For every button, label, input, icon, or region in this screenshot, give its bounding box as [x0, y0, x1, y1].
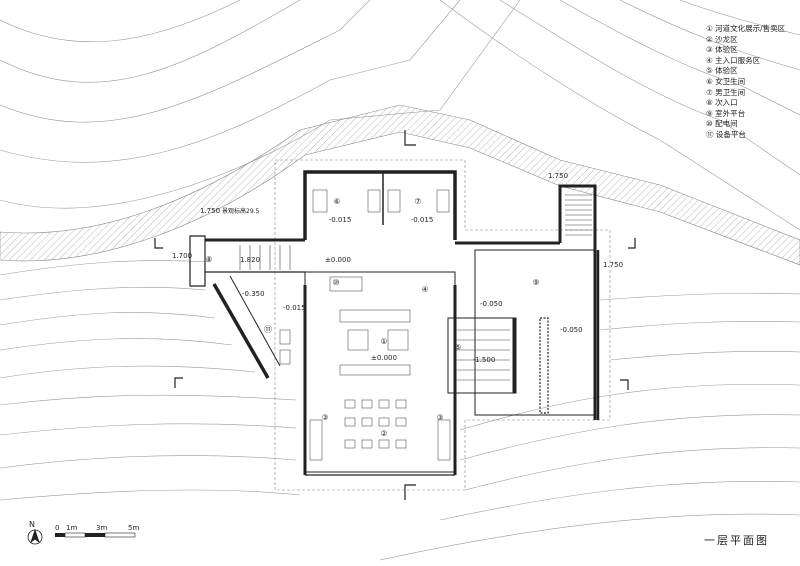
room-elev-7: -0.015 — [411, 216, 434, 224]
elev-wedge-2: -0.015 — [283, 304, 306, 312]
room-label-4: ④ — [421, 285, 428, 294]
north-arrow — [27, 528, 43, 545]
legend-item: ② 沙龙区 — [706, 34, 738, 44]
room-label-9: ⑨ — [532, 278, 539, 287]
legend-item: ⑩ 配电间 — [706, 119, 738, 129]
room-elev-5: -1.500 — [473, 356, 496, 364]
room-label-2: ② — [380, 429, 387, 438]
room-label-3a: ③ — [321, 413, 328, 422]
north-label: N — [29, 520, 35, 529]
elev-right: -0.050 — [560, 326, 583, 334]
scale-label-1: 1m — [66, 524, 78, 532]
elev-right-edge: 1.750 — [603, 261, 623, 269]
elevation-labels: 1.750 景观标高29.5 1.700 1.820 ±0.000 -0.350… — [172, 172, 623, 334]
building-walls — [189, 170, 600, 476]
scale-label-3: 3m — [96, 524, 108, 532]
scale-label-0: 0 — [55, 524, 60, 532]
elev-top-left: 1.750 — [200, 207, 220, 215]
scale-bar — [55, 532, 136, 538]
legend-item: ⑥ 女卫生间 — [706, 76, 746, 86]
retaining-wall-band — [0, 104, 800, 266]
room-label-6: ⑥ — [333, 197, 340, 206]
room-label-5: ⑤ — [454, 343, 461, 352]
legend-item: ③ 体验区 — [706, 45, 738, 55]
stairs — [239, 194, 592, 381]
legend-item: ⑧ 次入口 — [706, 98, 738, 108]
room-labels: ① ±0.000 ② ③ ③ ④ ⑤ -1.500 ⑥ -0.015 ⑦ -0.… — [205, 197, 539, 438]
elev-mid: -0.050 — [480, 300, 503, 308]
drawing-title: 一层平面图 — [704, 534, 769, 547]
section-markers — [154, 130, 636, 500]
room-label-8: ⑧ — [205, 255, 212, 264]
room-legend: ① 河道文化展示/售卖区 ② 沙龙区 ③ 体验区 ④ 主入口服务区 ⑤ 体验区 … — [706, 24, 785, 141]
room-label-7: ⑦ — [414, 197, 421, 206]
furniture — [279, 189, 451, 461]
room-label-1: ① — [380, 337, 387, 346]
scale-label-5: 5m — [128, 524, 140, 532]
elev-stair: 1.820 — [240, 256, 260, 264]
legend-item: ⑨ 室外平台 — [706, 108, 746, 118]
elev-top-left-note: 景观标高29.5 — [222, 207, 260, 215]
legend-item: ④ 主入口服务区 — [706, 55, 761, 65]
elev-wedge: -0.350 — [242, 290, 265, 298]
room-elev-6: -0.015 — [329, 216, 352, 224]
elev-left: 1.700 — [172, 252, 192, 260]
legend-item: ⑪ 设备平台 — [706, 129, 746, 139]
elev-corridor: ±0.000 — [325, 256, 351, 264]
legend-item: ⑦ 男卫生间 — [706, 87, 746, 97]
room-label-10: ⑩ — [332, 278, 339, 287]
legend-item: ⑤ 体验区 — [706, 66, 738, 76]
elev-top-right: 1.750 — [548, 172, 568, 180]
room-label-3b: ③ — [436, 413, 443, 422]
roof-outline — [274, 159, 611, 491]
room-label-11: ⑪ — [264, 325, 272, 334]
room-elev-1: ±0.000 — [371, 354, 397, 362]
legend-item: ① 河道文化展示/售卖区 — [706, 24, 786, 33]
